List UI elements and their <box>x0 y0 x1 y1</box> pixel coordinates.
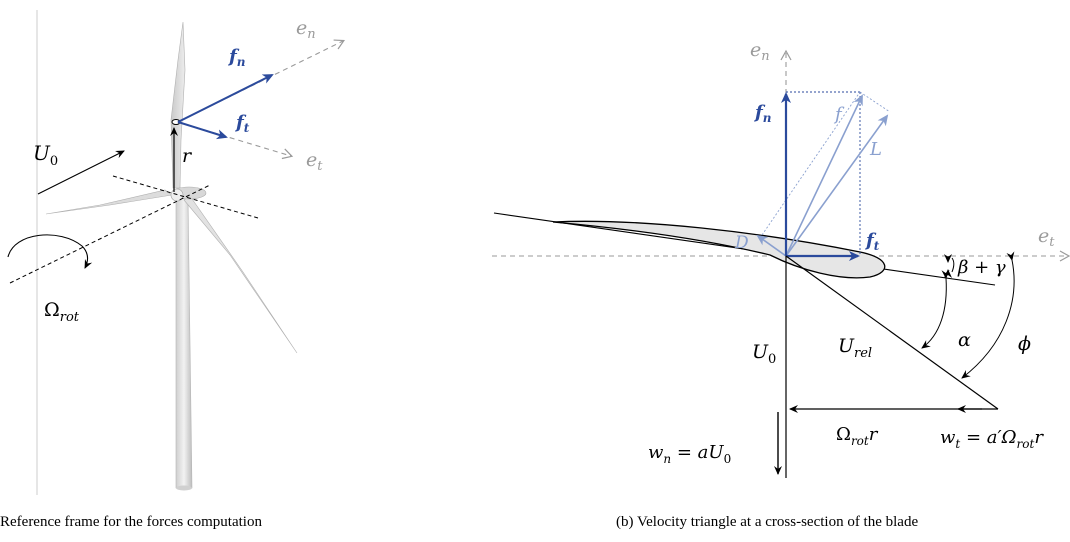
left-u0-arrow <box>37 150 125 195</box>
beta-gamma-arc <box>951 257 955 273</box>
left-fn-label: fn <box>227 46 245 69</box>
right-ft-label: ft <box>864 230 880 253</box>
beta-gamma-label: β + γ <box>957 257 1006 278</box>
left-omega-label: Ωrot <box>44 299 80 325</box>
urel-label: Urel <box>838 335 872 361</box>
omega-r-label: Ωrotr <box>836 424 879 448</box>
left-et-label: et <box>306 149 323 174</box>
resultant-force-arrow <box>785 94 863 257</box>
left-u0-label: U0 <box>33 141 58 169</box>
left-ft-arrow <box>177 121 228 140</box>
right-fn-label: fn <box>753 102 771 125</box>
dotted-lift-top <box>859 91 891 113</box>
right-et-label: et <box>1038 225 1055 250</box>
right-en-label: en <box>750 39 770 64</box>
left-panel: en et fn ft r U0 Ωrot Reference frame fo… <box>0 10 346 530</box>
lift-label: L <box>869 139 882 160</box>
wn-label: wn = aU0 <box>648 442 731 466</box>
left-r-label: r <box>182 145 193 167</box>
wt-label: wt = a′Ωrotr <box>940 427 1044 451</box>
drag-arrow <box>756 234 787 257</box>
right-panel: en et fn ft f L D β + γ α ϕ Urel U0 Ωrot… <box>492 39 1070 530</box>
alpha-label: α <box>958 329 971 351</box>
urel-line <box>785 255 999 410</box>
phi-label: ϕ <box>1018 333 1031 355</box>
airfoil <box>552 220 886 279</box>
resultant-force-label: f <box>833 104 845 125</box>
tower-base <box>176 485 192 491</box>
lift-arrow <box>785 114 889 257</box>
left-fn-arrow <box>177 74 274 123</box>
drag-label: D <box>734 233 749 253</box>
rotor-axis-dashed <box>9 184 211 284</box>
turbine-blade-right <box>183 195 298 354</box>
rotation-arrow <box>7 234 93 269</box>
left-en-label: en <box>296 17 316 42</box>
right-caption: (b) Velocity triangle at a cross-section… <box>616 514 918 530</box>
left-caption: Reference frame for the forces computati… <box>0 514 262 530</box>
phi-arc <box>961 251 1015 379</box>
right-u0-label: U0 <box>752 341 776 367</box>
left-ft-label: ft <box>234 112 250 135</box>
alpha-arc <box>921 269 950 349</box>
turbine-tower <box>175 197 193 489</box>
dotted-drag-side <box>761 91 861 236</box>
turbine-blade-left <box>45 189 173 215</box>
